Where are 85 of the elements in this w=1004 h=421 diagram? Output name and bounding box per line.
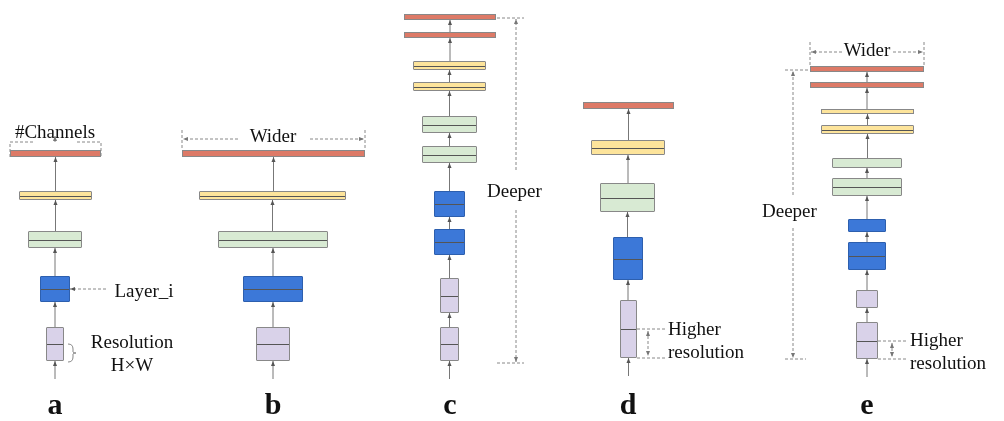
- arrow: [53, 199, 58, 232]
- leader-arrow: [69, 287, 107, 291]
- output-layer-bar: [583, 102, 674, 109]
- output-layer-bar: [404, 14, 496, 20]
- arrow: [865, 71, 869, 83]
- arrow: [53, 156, 58, 192]
- layer-block: [848, 242, 886, 270]
- layer-block: [434, 191, 465, 217]
- dimension-label: Higher resolution: [910, 329, 987, 375]
- layer-block: [821, 125, 914, 134]
- arrow: [626, 154, 630, 184]
- arrow: [53, 247, 57, 277]
- dimension-label: Higher resolution: [668, 318, 745, 364]
- layer-block: [422, 116, 477, 133]
- arrow: [865, 87, 869, 110]
- arrow: [865, 358, 869, 378]
- arrow: [448, 19, 452, 33]
- arrow: [271, 301, 275, 328]
- dimension-label: Deeper: [762, 200, 818, 223]
- arrow: [865, 167, 869, 179]
- arrow: [626, 108, 631, 141]
- layer-block: [40, 276, 70, 302]
- layer-block: [434, 229, 465, 255]
- arrow: [271, 247, 275, 277]
- input-layer-block: [256, 327, 290, 361]
- output-layer-bar: [810, 66, 924, 72]
- arrow: [865, 133, 870, 159]
- layer-block: [848, 219, 886, 232]
- layer-block: [832, 178, 902, 196]
- arrow: [53, 360, 57, 380]
- layer-block: [591, 140, 665, 155]
- arrow: [271, 156, 276, 192]
- dimension-label: Deeper: [487, 180, 543, 203]
- layer-block: [28, 231, 82, 248]
- panel-letter: b: [263, 387, 283, 421]
- output-layer-bar: [810, 82, 924, 88]
- dimension-label: Resolution H×W: [89, 331, 175, 377]
- input-layer-block: [46, 327, 64, 361]
- arrow: [865, 307, 869, 323]
- arrow: [447, 360, 452, 380]
- arrow: [625, 211, 630, 238]
- arrow: [865, 231, 869, 243]
- layer-block: [613, 237, 643, 280]
- arrow: [447, 132, 452, 147]
- input-layer-block: [620, 300, 637, 358]
- input-layer-block: [856, 290, 878, 308]
- layer-block: [218, 231, 328, 248]
- arrow: [626, 279, 630, 301]
- layer-block: [243, 276, 303, 302]
- layer-block: [832, 158, 902, 168]
- panel-letter: d: [618, 387, 638, 421]
- input-layer-block: [856, 322, 878, 359]
- arrow: [447, 312, 452, 328]
- arrow: [865, 113, 870, 126]
- panel-letter: c: [442, 387, 458, 421]
- arrow: [271, 360, 275, 380]
- arrow: [447, 254, 452, 279]
- output-layer-bar: [821, 109, 914, 114]
- arrow: [865, 269, 869, 291]
- arrow: [447, 90, 452, 117]
- arrow: [53, 301, 57, 328]
- input-layer-block: [440, 327, 459, 361]
- dimension-label: Wider: [842, 39, 892, 62]
- arrow: [447, 69, 452, 83]
- arrow: [447, 162, 452, 192]
- layer-block: [199, 191, 346, 200]
- panel-letter: e: [859, 387, 875, 421]
- arrow: [626, 357, 631, 377]
- layer-block: [19, 191, 92, 200]
- input-layer-block: [440, 278, 459, 313]
- layer-block: [422, 146, 477, 163]
- arrow: [448, 37, 452, 62]
- panel-letter: a: [46, 387, 64, 421]
- output-layer-bar: [404, 32, 496, 38]
- layer-block: [413, 82, 486, 91]
- layer-label: Layer_i: [108, 279, 180, 303]
- output-layer-bar: [10, 150, 101, 157]
- dimension-label: Wider: [248, 125, 298, 148]
- arrow: [270, 199, 275, 232]
- arrow: [865, 195, 869, 220]
- layer-block: [413, 61, 486, 70]
- arrow: [447, 216, 452, 230]
- layer-block: [600, 183, 655, 212]
- output-layer-bar: [182, 150, 365, 157]
- dimension-label: #Channels: [13, 121, 97, 144]
